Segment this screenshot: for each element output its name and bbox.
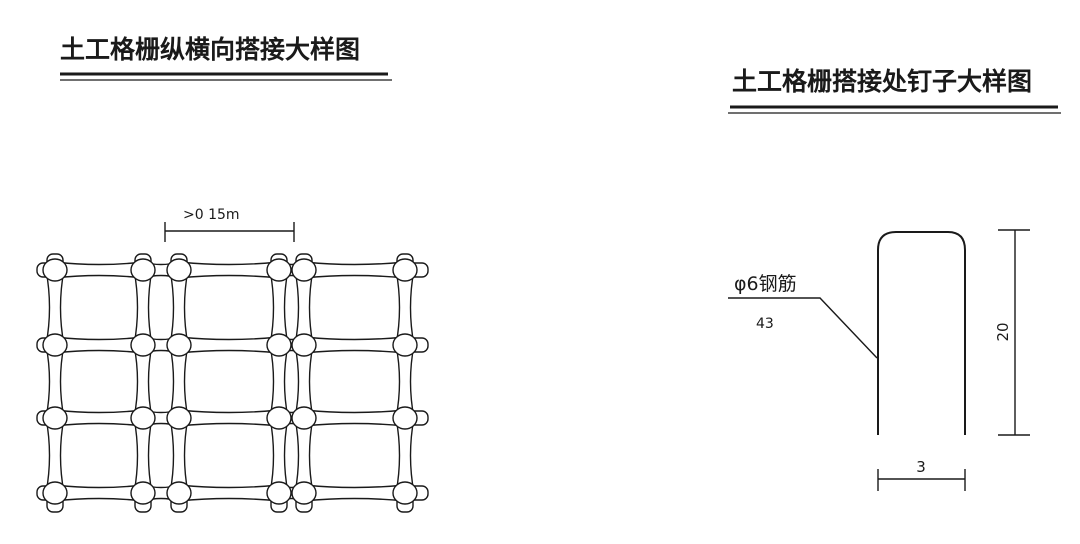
geogrid-junction-node (166, 258, 192, 282)
geogrid-junction-node (392, 406, 418, 430)
right-figure: 土工格栅搭接处钉子大样图 φ6钢筋 43 20 3 (728, 67, 1061, 491)
geogrid-junction-node (291, 258, 317, 282)
geogrid-overlap-drawing (36, 253, 429, 513)
material-sublabel: 43 (756, 316, 774, 332)
geogrid-horizontal-rib (54, 409, 144, 427)
geogrid-junction-node (392, 258, 418, 282)
geogrid-junction-node (392, 481, 418, 505)
geogrid-junction-node (130, 333, 156, 357)
geogrid-horizontal-rib (54, 336, 144, 354)
geogrid-horizontal-rib (178, 336, 280, 354)
geogrid-junction-node (266, 406, 292, 430)
geogrid-junction-node (130, 406, 156, 430)
geogrid-horizontal-rib (178, 261, 280, 279)
geogrid-junction-node (42, 258, 68, 282)
geogrid-junction-node (291, 481, 317, 505)
material-leader-line (728, 297, 878, 359)
geogrid-horizontal-rib (303, 261, 406, 279)
material-label: φ6钢筋 (734, 273, 797, 295)
geogrid-junction-node (130, 258, 156, 282)
geogrid-junction-node (291, 333, 317, 357)
geogrid-junction-node (130, 481, 156, 505)
overlap-dimension-text: >0 15m (183, 207, 240, 223)
geogrid-junction-node (42, 333, 68, 357)
geogrid-junction-node (266, 333, 292, 357)
geogrid-junction-node (266, 258, 292, 282)
steel-nail-outline (877, 231, 966, 435)
geogrid-junction-node (166, 481, 192, 505)
geogrid-horizontal-rib (54, 484, 144, 502)
geogrid-junction-node (392, 333, 418, 357)
geogrid-horizontal-rib (303, 484, 406, 502)
geogrid-horizontal-rib (54, 261, 144, 279)
geogrid-horizontal-rib (178, 409, 280, 427)
geogrid-horizontal-rib (303, 409, 406, 427)
height-dimension-text: 20 (994, 322, 1012, 341)
geogrid-junction-node (166, 333, 192, 357)
geogrid-junction-node (166, 406, 192, 430)
left-figure: 土工格栅纵横向搭接大样图 >0 15m (36, 35, 429, 513)
geogrid-junction-node (42, 406, 68, 430)
material-callout: φ6钢筋 43 (728, 273, 878, 359)
geogrid-horizontal-rib (178, 484, 280, 502)
left-figure-title: 土工格栅纵横向搭接大样图 (60, 35, 360, 64)
geogrid-junction-node (42, 481, 68, 505)
geogrid-horizontal-rib (303, 336, 406, 354)
width-dimension: 3 (877, 458, 966, 491)
overlap-dimension: >0 15m (164, 207, 295, 242)
width-dimension-text: 3 (916, 458, 926, 476)
right-figure-title: 土工格栅搭接处钉子大样图 (732, 67, 1032, 96)
height-dimension: 20 (994, 229, 1030, 436)
geogrid-junction-node (291, 406, 317, 430)
geogrid-junction-node (266, 481, 292, 505)
